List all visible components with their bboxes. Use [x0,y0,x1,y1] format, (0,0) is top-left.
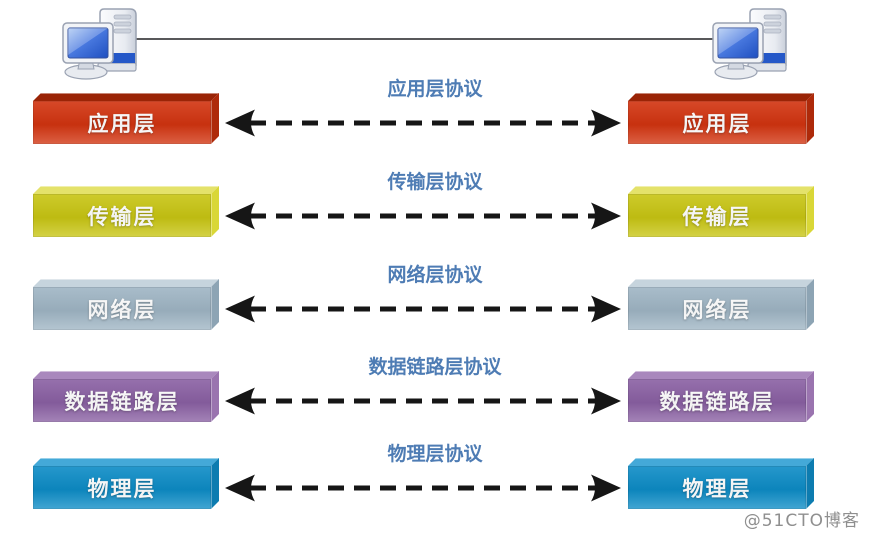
box-front-face: 物理层 [33,466,211,509]
box-side-face [806,371,814,422]
host-left [58,3,153,81]
box-top-face [33,93,219,101]
arrowhead-left-icon [225,387,255,414]
protocol-label-transport: 传输层协议 [387,171,483,193]
box-side-face [211,93,219,144]
host-right [708,3,803,81]
box-front-face: 数据链路层 [628,379,806,422]
layer-name: 物理层 [87,476,157,501]
box-top-face [33,279,219,287]
arrowhead-right-icon [591,109,621,136]
computer-icon [62,8,137,80]
layer-box-datalink-right: 数据链路层 [628,371,814,422]
box-side-face [211,186,219,237]
protocol-arrow-network [225,295,621,322]
layer-box-application-left: 应用层 [33,93,219,144]
box-front-face: 网络层 [628,287,806,330]
layer-name: 网络层 [87,297,157,322]
box-side-face [806,458,814,509]
layer-name: 传输层 [87,204,157,229]
box-top-face [628,186,814,194]
box-front-face: 传输层 [33,194,211,237]
box-front-face: 应用层 [628,101,806,144]
watermark: @51CTO博客 [743,511,860,531]
layer-name: 数据链路层 [64,389,180,414]
box-top-face [628,93,814,101]
layer-name: 应用层 [682,111,752,136]
box-side-face [806,93,814,144]
box-side-face [211,371,219,422]
arrowhead-left-icon [225,295,255,322]
arrowhead-left-icon [225,109,255,136]
network-link-line [108,38,720,40]
protocol-arrow-physical [225,474,621,501]
box-top-face [628,371,814,379]
arrowhead-left-icon [225,202,255,229]
layer-name: 物理层 [682,476,752,501]
arrowhead-right-icon [591,295,621,322]
layer-box-application-right: 应用层 [628,93,814,144]
arrowhead-right-icon [591,202,621,229]
layer-box-transport-right: 传输层 [628,186,814,237]
layer-name: 传输层 [682,204,752,229]
box-side-face [211,279,219,330]
arrowhead-right-icon [591,387,621,414]
layer-box-network-right: 网络层 [628,279,814,330]
layer-name: 数据链路层 [659,389,775,414]
layer-name: 应用层 [87,111,157,136]
box-front-face: 数据链路层 [33,379,211,422]
layer-box-network-left: 网络层 [33,279,219,330]
protocol-label-physical: 物理层协议 [387,443,483,465]
protocol-label-datalink: 数据链路层协议 [368,356,502,378]
box-top-face [33,458,219,466]
protocol-label-application: 应用层协议 [387,78,483,100]
box-side-face [806,186,814,237]
protocol-arrow-transport [225,202,621,229]
protocol-arrow-application [225,109,621,136]
layer-box-transport-left: 传输层 [33,186,219,237]
computer-icon [712,8,787,80]
layer-box-physical-left: 物理层 [33,458,219,509]
protocol-arrow-datalink [225,387,621,414]
box-front-face: 应用层 [33,101,211,144]
box-side-face [806,279,814,330]
protocol-label-network: 网络层协议 [387,264,483,286]
box-top-face [33,186,219,194]
box-top-face [33,371,219,379]
layer-box-datalink-left: 数据链路层 [33,371,219,422]
box-top-face [628,458,814,466]
box-front-face: 网络层 [33,287,211,330]
box-front-face: 物理层 [628,466,806,509]
layer-box-physical-right: 物理层 [628,458,814,509]
layer-name: 网络层 [682,297,752,322]
arrowhead-right-icon [591,474,621,501]
box-top-face [628,279,814,287]
box-front-face: 传输层 [628,194,806,237]
box-side-face [211,458,219,509]
arrowhead-left-icon [225,474,255,501]
